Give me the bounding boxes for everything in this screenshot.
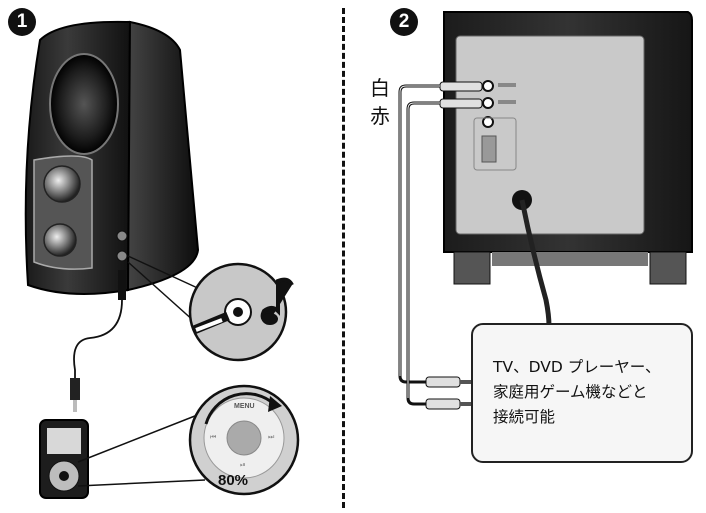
step-1-badge: 1 [8, 8, 36, 36]
volume-label: 80% [218, 472, 249, 489]
music-note-icon [260, 277, 294, 325]
step-2-badge: 2 [390, 8, 418, 36]
speaker-illustration [24, 20, 300, 499]
callout-line-3: 接続可能 [493, 408, 556, 426]
connection-callout: TV、DVD プレーヤー、 家庭用ゲーム機などと 接続可能 [471, 323, 693, 463]
dashed-divider [342, 8, 345, 508]
callout-line-1: TV、DVD プレーヤー、 [493, 358, 661, 376]
red-cable-label: 赤 [370, 104, 390, 128]
callout-line-2: 家庭用ゲーム機などと [493, 383, 648, 401]
menu-label: MENU [234, 403, 255, 410]
play-pause-icon: ⏯ [240, 462, 246, 469]
subwoofer-illustration [398, 11, 693, 410]
fast-forward-icon: ⏭ [268, 434, 275, 441]
rewind-icon: ⏮ [210, 434, 217, 441]
white-cable-label: 白 [370, 76, 390, 100]
